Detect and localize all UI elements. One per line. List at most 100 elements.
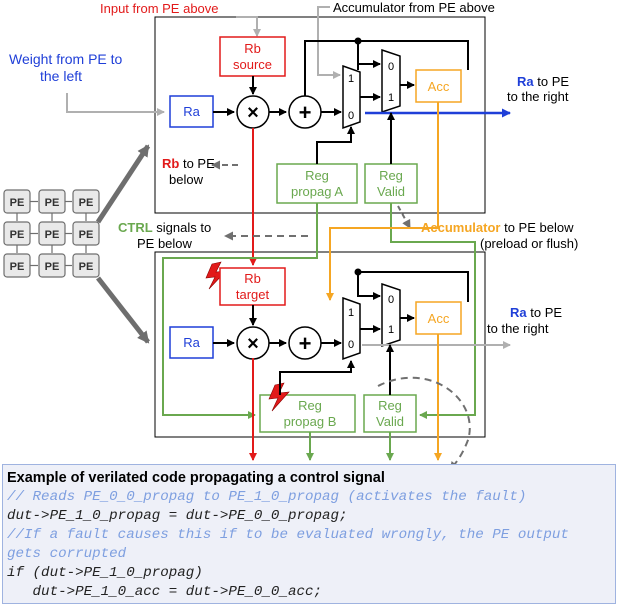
mux-b-top-in1: 1: [388, 92, 394, 104]
multiply-symbol-top: ×: [247, 102, 259, 124]
pe-cell-label: PE: [10, 229, 25, 241]
ra-to-pe-right-bottom: Ra to PE: [510, 305, 562, 320]
pe-cell-label: PE: [45, 229, 60, 241]
rb-target-box: [219, 267, 286, 306]
acc-feedback-loop-bottom: [358, 271, 469, 302]
rb-to-pe-below-line1: Rb to PE: [162, 156, 215, 171]
weight-label-line1: Weight from PE to: [9, 51, 123, 67]
pe-cell-label: PE: [10, 197, 25, 209]
ra-bottom-box: [169, 326, 214, 359]
code-line-4: gets corrupted: [7, 546, 127, 562]
acc-out-to-bottom-mux: [326, 102, 439, 301]
reg-propag-b-label-2: propag B: [284, 414, 337, 429]
fault-to-code-dashed-curve: [377, 376, 471, 471]
reg-valid-bottom-label-2: Valid: [376, 414, 404, 429]
add-symbol-top: +: [299, 100, 312, 125]
ctrl-bold: CTRL: [118, 220, 153, 235]
grid-to-bottom-pe-arrow: [96, 276, 150, 344]
reg-valid-bottom-box: [363, 394, 417, 433]
pe-cell-2-2: [72, 253, 100, 278]
accum-bold: Accumulator: [421, 220, 500, 235]
accumulator-from-pe-above-label: Accumulator from PE above: [333, 0, 495, 15]
rb-source-box: [219, 36, 286, 77]
code-line-3: //If a fault causes this if to be evalua…: [7, 527, 569, 543]
code-line-6: dut->PE_1_0_acc = dut->PE_0_0_acc;: [7, 584, 323, 600]
mux-b-bottom: [381, 282, 401, 348]
fault-lightning-1: [205, 261, 227, 290]
mux-a-bottom-in1: 1: [348, 307, 354, 319]
rb-to-pe-below-line2: below: [169, 172, 204, 187]
grid-to-top-pe-arrow: [95, 144, 151, 224]
ra-bold-top: Ra: [517, 74, 534, 89]
ra-rest-bottom: to PE: [527, 305, 563, 320]
code-line-2: dut->PE_1_0_propag = dut->PE_0_0_propag;: [7, 508, 348, 524]
ra-top-box: [169, 95, 214, 128]
ra-bottom-label: Ra: [183, 335, 200, 350]
mux-b-bottom-in0: 0: [388, 294, 394, 306]
rb-target-label-2: target: [236, 287, 270, 302]
reg-valid-top-label-1: Reg: [379, 168, 403, 183]
pe-cell-label: PE: [79, 229, 94, 241]
reg-valid-bottom-label-1: Reg: [378, 398, 402, 413]
input-from-pe-above-label: Input from PE above: [100, 1, 219, 16]
reg-valid-top-box: [364, 163, 418, 204]
ctrl-signals-line1: CTRL signals to: [118, 220, 211, 235]
acc-bottom-label: Acc: [428, 311, 450, 326]
code-title: Example of verilated code propagating a …: [7, 470, 385, 486]
add-symbol-bottom: +: [299, 331, 312, 356]
ra-to-pe-right-top: Ra to PE: [517, 74, 569, 89]
reg-propag-b-label-1: Reg: [298, 398, 322, 413]
to-the-right-top: to the right: [507, 89, 569, 104]
reg-propag-b-box: [259, 394, 356, 433]
fault-lightning-2: [268, 382, 290, 412]
code-example-box: Example of verilated code propagating a …: [2, 464, 616, 604]
weight-label-line2: the left: [40, 68, 82, 84]
code-line-5: if (dut->PE_1_0_propag): [7, 565, 203, 581]
propag-a-down-wire: [162, 203, 318, 419]
rb-source-label-2: source: [233, 57, 272, 72]
mux-b-top-in0: 0: [388, 61, 394, 73]
mux-a-top: [342, 64, 361, 130]
accum-rest: to PE below: [500, 220, 574, 235]
propag-a-to-mux: [316, 126, 355, 164]
rb-target-label-1: Rb: [244, 271, 261, 286]
mux-b-top: [381, 48, 401, 114]
acc-top-label: Acc: [428, 79, 450, 94]
ctrl-rest: signals to: [153, 220, 212, 235]
rb-bold: Rb: [162, 156, 179, 171]
ctrl-signals-line2: PE below: [137, 236, 193, 251]
to-the-right-bottom: to the right: [487, 321, 549, 336]
pe-cell-label: PE: [79, 261, 94, 273]
accumulator-line2: (preload or flush): [480, 236, 578, 251]
ra-bold-bottom: Ra: [510, 305, 527, 320]
pe-cell-label: PE: [45, 261, 60, 273]
reg-propag-a-label-2: propag A: [291, 184, 343, 199]
code-line-1: // Reads PE_0_0_propag to PE_1_0_propag …: [7, 489, 527, 505]
input-from-above-wire: [236, 16, 261, 37]
ra-top-label: Ra: [183, 104, 200, 119]
reg-propag-a-label-1: Reg: [305, 168, 329, 183]
reg-valid-top-label-2: Valid: [377, 184, 405, 199]
mux-a-top-in0: 0: [348, 110, 354, 122]
accumulator-line1: Accumulator to PE below: [421, 220, 574, 235]
mux-a-bottom-in0: 0: [348, 339, 354, 351]
pe-cell-label: PE: [10, 261, 25, 273]
junction-to-mux-b-bottom: [357, 272, 381, 300]
mux-b-bottom-in1: 1: [388, 324, 394, 336]
mux-a-bottom: [342, 296, 361, 361]
pe-cell-label: PE: [79, 197, 94, 209]
weight-from-left-wire: [66, 93, 165, 116]
acc-top-box: [415, 69, 462, 103]
mux-a-top-in1: 1: [348, 73, 354, 85]
multiply-symbol-bottom: ×: [247, 333, 259, 355]
junction-to-mux-b-top: [357, 41, 381, 68]
rb-source-label-1: Rb: [244, 41, 261, 56]
ra-rest-top: to PE: [534, 74, 570, 89]
propag-b-to-mux: [279, 360, 355, 395]
accum-dashed: [397, 205, 411, 229]
rb-rest: to PE: [179, 156, 215, 171]
